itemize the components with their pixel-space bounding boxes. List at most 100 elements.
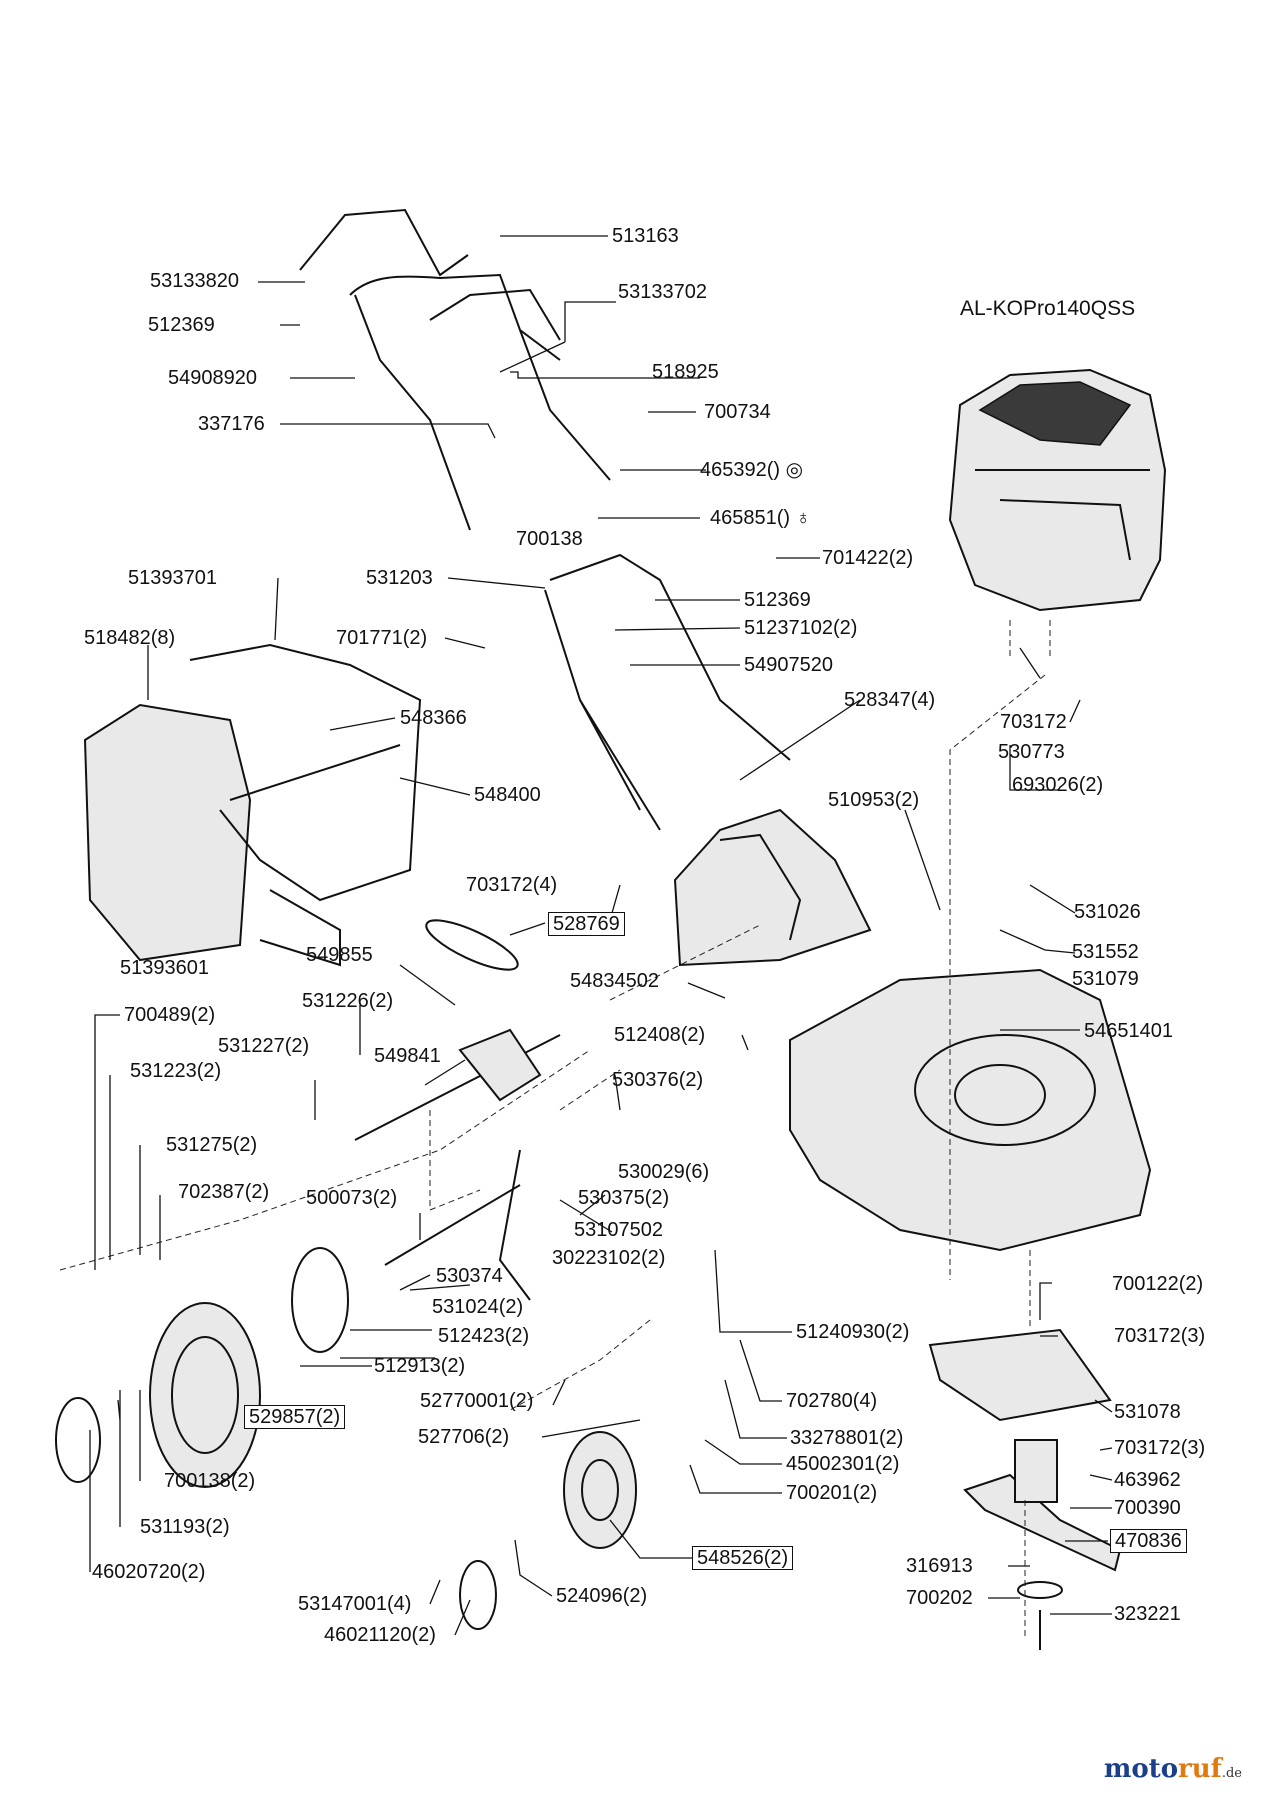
part-number: 465851() xyxy=(710,507,791,529)
part-label: 530374 xyxy=(436,1265,503,1287)
engine-drawing xyxy=(948,368,1167,612)
part-label: 700202 xyxy=(906,1587,973,1609)
part-label: 53147001(4) xyxy=(298,1593,412,1615)
part-label: 512408(2) xyxy=(614,1024,706,1046)
part-label: 531226(2) xyxy=(302,990,394,1012)
front-wheel-drawing xyxy=(459,1431,637,1630)
part-label-boxed: 548526(2) xyxy=(692,1546,794,1570)
part-label: 703172 xyxy=(1000,711,1067,733)
part-label: 700201(2) xyxy=(786,1482,878,1504)
part-label: 528347(4) xyxy=(844,689,936,711)
part-label: 702387(2) xyxy=(178,1181,270,1203)
part-label: 527706(2) xyxy=(418,1426,510,1448)
part-label: 512369 xyxy=(148,314,215,336)
part-label: 530773 xyxy=(998,741,1065,763)
part-label: 703172(3) xyxy=(1114,1437,1206,1459)
part-label: 316913 xyxy=(906,1555,973,1577)
part-label: 524096(2) xyxy=(556,1585,648,1607)
assembly-lines xyxy=(59,620,1051,1640)
part-label: 30223102(2) xyxy=(552,1247,666,1269)
part-label: 531193(2) xyxy=(140,1516,230,1538)
part-label: 531078 xyxy=(1114,1401,1181,1423)
part-label: 54908920 xyxy=(168,367,257,389)
part-label: 51237102(2) xyxy=(744,617,858,639)
part-label: 500073(2) xyxy=(306,1187,398,1209)
part-label: 700489(2) xyxy=(124,1004,216,1026)
part-label: 548366 xyxy=(400,707,467,729)
part-label: 512913(2) xyxy=(374,1355,466,1377)
engine-model-title: AL-KOPro140QSS xyxy=(960,297,1136,320)
part-label-boxed: 528769 xyxy=(548,912,625,936)
part-label: 531026 xyxy=(1074,901,1141,923)
watermark-part2: ruf xyxy=(1178,1754,1222,1784)
part-label: 52770001(2) xyxy=(420,1390,534,1412)
part-label: 323221 xyxy=(1114,1603,1181,1625)
part-label: 54651401 xyxy=(1084,1020,1173,1042)
part-label: 45002301(2) xyxy=(786,1453,900,1475)
part-label: 549855 xyxy=(306,944,373,966)
part-label: 51393701 xyxy=(128,567,217,589)
gearbox-axle-drawing xyxy=(354,1028,561,1301)
part-label: 700138 xyxy=(516,528,583,550)
upper-handle-drawing xyxy=(299,208,611,531)
part-label: 700122(2) xyxy=(1112,1273,1204,1295)
part-label: 703172(3) xyxy=(1114,1325,1206,1347)
part-label: 531024(2) xyxy=(432,1296,524,1318)
rear-flap-drawing xyxy=(673,808,872,967)
part-label: 700734 xyxy=(704,401,771,423)
part-label: 518482(8) xyxy=(84,627,176,649)
part-label: 54907520 xyxy=(744,654,833,676)
part-label: 512369 xyxy=(744,589,811,611)
part-label-with-icon: 465392() ◎ xyxy=(700,459,803,481)
part-label: 512423(2) xyxy=(438,1325,530,1347)
part-label: 53133820 xyxy=(150,270,239,292)
part-label: 46021120(2) xyxy=(324,1624,436,1646)
part-label: 510953(2) xyxy=(828,789,920,811)
part-label: 531223(2) xyxy=(130,1060,222,1082)
part-label: 549841 xyxy=(374,1045,441,1067)
part-label: 531203 xyxy=(366,567,433,589)
belt-drawing xyxy=(425,919,519,971)
watermark-part1: moto xyxy=(1103,1754,1179,1784)
part-label: 531079 xyxy=(1072,968,1139,990)
part-label: 700138(2) xyxy=(164,1470,256,1492)
part-label: 53133702 xyxy=(618,281,707,303)
part-label: 531552 xyxy=(1072,941,1139,963)
cable-tie-icon: ♁ xyxy=(790,507,811,529)
part-label: 700390 xyxy=(1114,1497,1181,1519)
watermark-tld: .de xyxy=(1221,1766,1242,1781)
part-label: 518925 xyxy=(652,361,719,383)
part-label: 530029(6) xyxy=(618,1161,710,1183)
part-label: 531227(2) xyxy=(218,1035,310,1057)
part-label: 513163 xyxy=(612,225,679,247)
lower-handle-drawing xyxy=(544,553,791,831)
watermark-logo: motoruf.de xyxy=(1104,1754,1242,1784)
leader-lines xyxy=(89,235,1113,1636)
cable-clip-icon: ◎ xyxy=(780,459,804,481)
part-label: 51240930(2) xyxy=(796,1321,910,1343)
part-label-with-icon: 465851() ♁ xyxy=(710,507,811,529)
part-label: 33278801(2) xyxy=(790,1427,904,1449)
part-label: 53107502 xyxy=(574,1219,663,1241)
blade-drawing xyxy=(928,1328,1122,1650)
part-label: 463962 xyxy=(1114,1469,1181,1491)
part-label: 701422(2) xyxy=(822,547,914,569)
part-label: 548400 xyxy=(474,784,541,806)
part-label: 54834502 xyxy=(570,970,659,992)
part-label: 530376(2) xyxy=(612,1069,704,1091)
rear-wheel-drawing xyxy=(55,1247,349,1488)
part-label: 701771(2) xyxy=(336,627,428,649)
grass-catcher-drawing xyxy=(83,643,422,967)
part-label: 530375(2) xyxy=(578,1187,670,1209)
part-label: 693026(2) xyxy=(1012,774,1104,796)
part-label: 702780(4) xyxy=(786,1390,878,1412)
part-label: 46020720(2) xyxy=(92,1561,206,1583)
part-label: 51393601 xyxy=(120,957,209,979)
part-number: 465392() xyxy=(700,459,781,481)
part-label: 531275(2) xyxy=(166,1134,258,1156)
part-label-boxed: 529857(2) xyxy=(244,1405,346,1429)
part-label-boxed: 470836 xyxy=(1110,1529,1187,1553)
part-label: 703172(4) xyxy=(466,874,558,896)
part-label: 337176 xyxy=(198,413,265,435)
